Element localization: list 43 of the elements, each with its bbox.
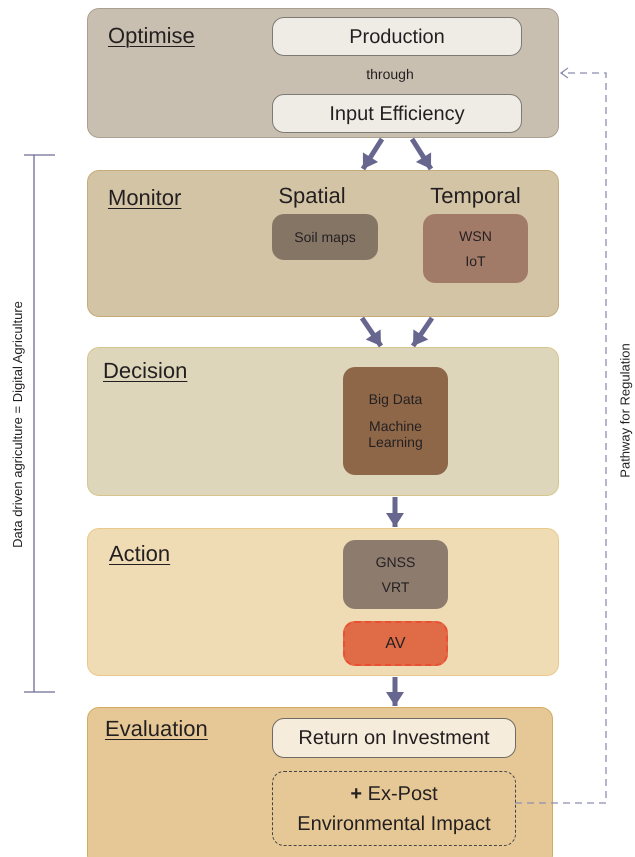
data-box (343, 367, 448, 475)
arrow (360, 138, 384, 170)
impact-box (272, 771, 516, 846)
production-box (272, 17, 522, 56)
panel-title: Action (109, 541, 170, 567)
panel-title: Monitor (108, 185, 182, 211)
side-label: Data driven agriculture = Digital Agriculture (9, 300, 24, 548)
box-text: IoT (465, 252, 486, 270)
arrow (410, 316, 434, 348)
arrow (386, 677, 404, 706)
box-text: Production (349, 24, 445, 48)
box-text: GNSS (376, 554, 416, 570)
column-heading: Temporal (429, 183, 522, 209)
box-text: + Ex-Post Environmental Impact (296, 782, 492, 836)
optimise-panel (87, 8, 559, 138)
evaluation-panel (87, 707, 553, 857)
box-text: Big Data (368, 390, 422, 408)
box-text: Machine Learning (367, 418, 424, 452)
decision-panel (87, 347, 559, 496)
arrow (360, 316, 384, 348)
column-heading: Spatial (277, 183, 347, 209)
box-text: Input Efficiency (329, 102, 465, 126)
edge-label: Pathway for Regulation (618, 342, 633, 478)
dashed-arrow (515, 67, 607, 804)
vehicle-box (343, 621, 448, 666)
box-text: Return on Investment (298, 726, 490, 750)
arrow (386, 497, 404, 527)
box-text: Soil maps (294, 228, 356, 246)
panel-title: Decision (103, 358, 188, 384)
action-panel (87, 528, 559, 676)
navigation-box (343, 540, 448, 609)
sensor-box (423, 214, 528, 283)
efficiency-box (272, 94, 522, 133)
soil-maps-box (272, 214, 378, 260)
connector-word: through (365, 66, 415, 82)
box-text: VRT (382, 578, 410, 596)
arrow (410, 138, 434, 170)
monitor-panel (87, 170, 559, 317)
box-text: AV (385, 634, 406, 654)
panel-title: Optimise (108, 23, 195, 49)
panel-title: Evaluation (105, 716, 208, 742)
box-text: WSN (459, 228, 492, 244)
investment-box (272, 718, 516, 758)
